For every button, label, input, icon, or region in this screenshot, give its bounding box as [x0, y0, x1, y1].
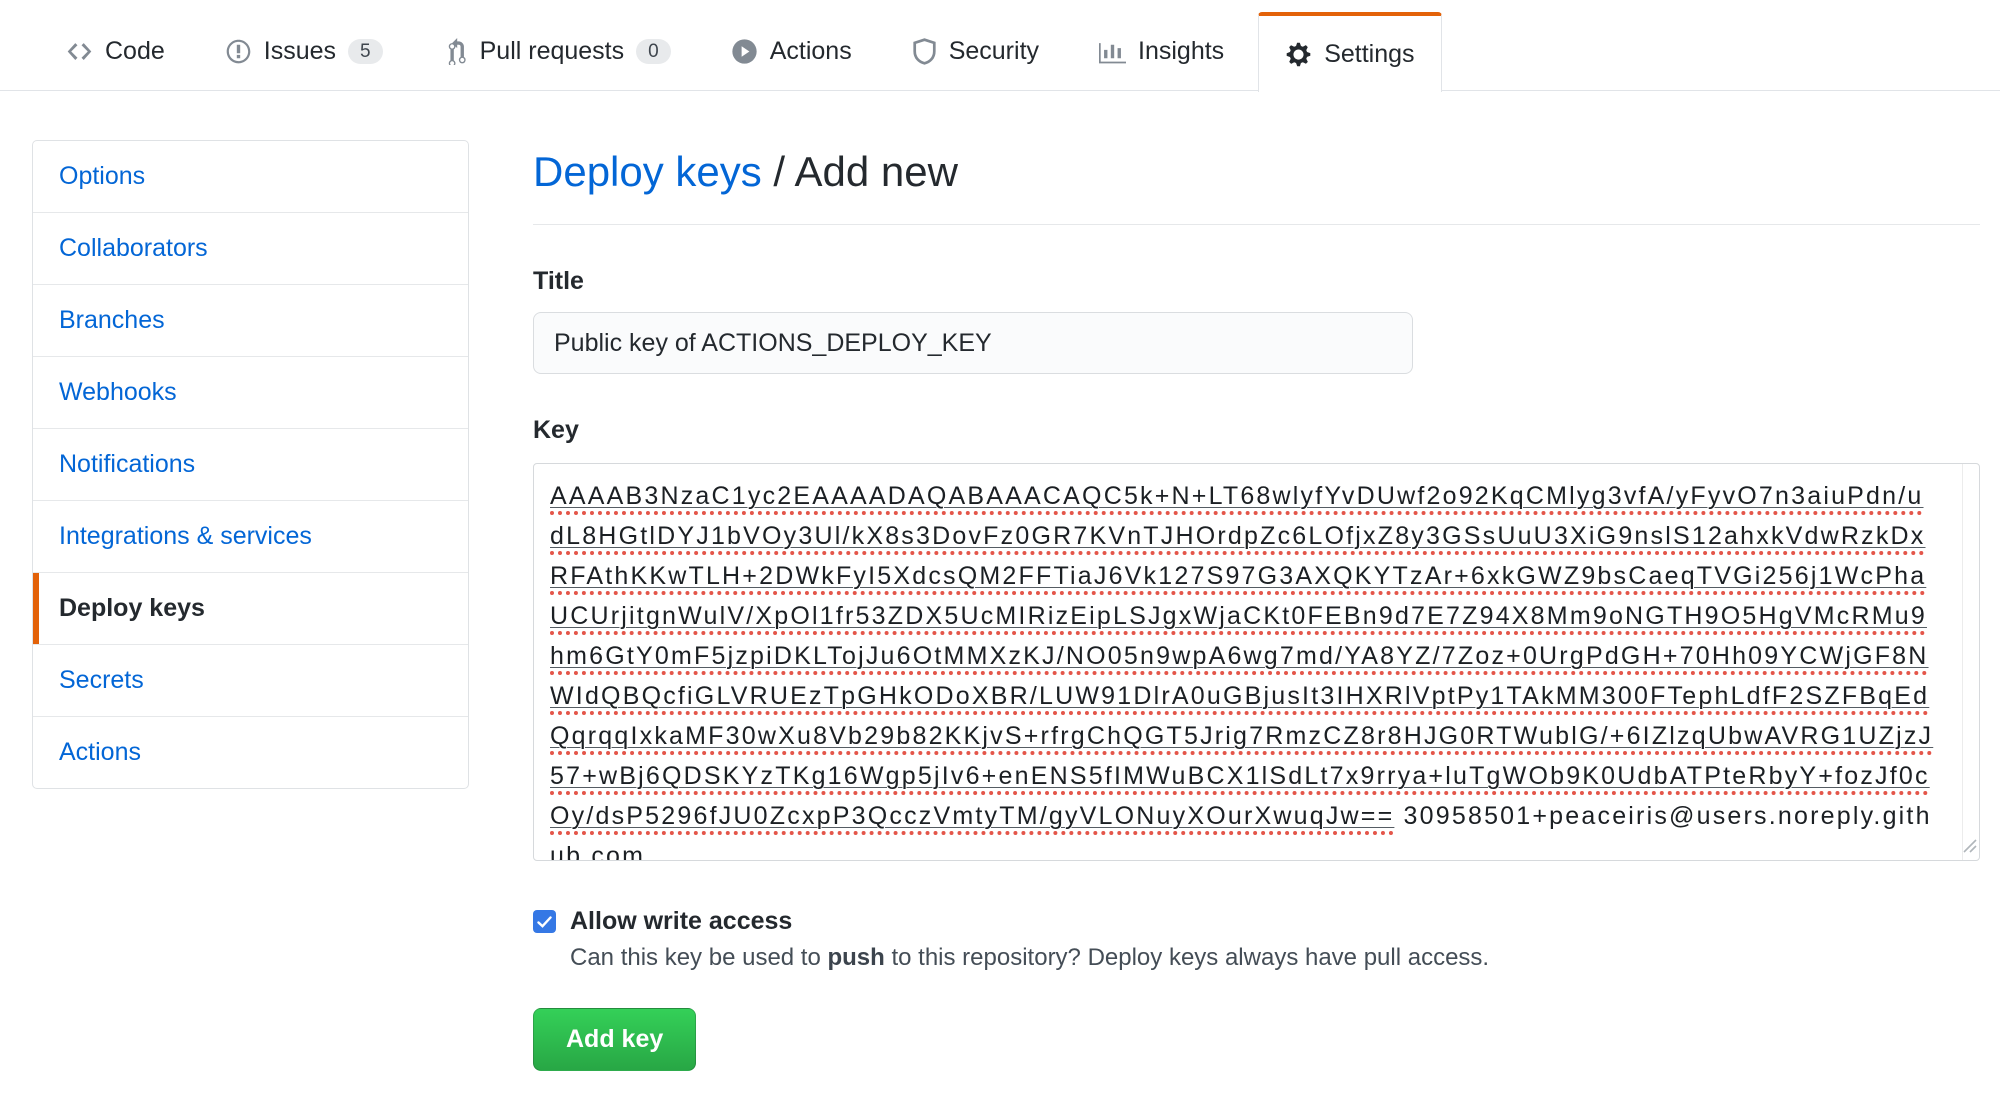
- pull-request-icon: [443, 38, 468, 65]
- shield-icon: [912, 38, 937, 65]
- repo-tab-nav: Code Issues 5 Pull requests 0 Actions Se…: [0, 12, 2000, 92]
- tab-label: Code: [105, 37, 165, 65]
- sidebar-item-integrations-services[interactable]: Integrations & services: [33, 500, 468, 572]
- tab-settings[interactable]: Settings: [1258, 12, 1442, 92]
- page-title: Deploy keys / Add new: [533, 148, 1980, 196]
- sidebar-item-branches[interactable]: Branches: [33, 284, 468, 356]
- allow-write-access-description: Can this key be used to push to this rep…: [570, 944, 1490, 971]
- sidebar-item-deploy-keys[interactable]: Deploy keys: [33, 572, 468, 644]
- allow-write-access-label[interactable]: Allow write access: [570, 907, 793, 935]
- settings-sidebar: Options Collaborators Branches Webhooks …: [32, 140, 469, 789]
- allow-write-access-row: Allow write access: [533, 907, 1980, 936]
- add-key-button[interactable]: Add key: [533, 1008, 697, 1071]
- sidebar-item-actions[interactable]: Actions: [33, 716, 468, 788]
- title-input[interactable]: [533, 312, 1413, 374]
- tab-pull-requests[interactable]: Pull requests 0: [417, 12, 697, 91]
- issues-count-badge: 5: [348, 39, 383, 64]
- tab-actions[interactable]: Actions: [705, 12, 878, 91]
- tab-issues[interactable]: Issues 5: [199, 12, 409, 91]
- settings-layout: Options Collaborators Branches Webhooks …: [0, 91, 2000, 1071]
- main-content: Deploy keys / Add new Title Key AAAAB3Nz…: [533, 140, 1980, 1071]
- pull-requests-count-badge: 0: [636, 39, 671, 64]
- tab-label: Actions: [769, 37, 852, 65]
- gear-icon: [1285, 41, 1312, 68]
- title-field-label: Title: [533, 267, 584, 295]
- tab-label: Insights: [1138, 37, 1225, 65]
- sidebar-item-webhooks[interactable]: Webhooks: [33, 356, 468, 428]
- textarea-resize-grip[interactable]: [1959, 835, 1977, 858]
- issue-icon: [225, 38, 252, 65]
- key-base64: AAAAB3NzaC1yc2EAAAADAQABAAACAQC5k+N+LT68…: [550, 482, 1934, 830]
- tab-label: Settings: [1324, 39, 1415, 68]
- play-icon: [731, 38, 758, 65]
- key-comment: 30958501+peaceiris@users.noreply.github.…: [550, 802, 1932, 861]
- push-emphasis: push: [827, 944, 885, 971]
- graph-icon: [1099, 38, 1127, 65]
- breadcrumb-current: / Add new: [761, 148, 958, 195]
- tab-label: Security: [948, 37, 1040, 65]
- textarea-scrollbar[interactable]: [1962, 464, 1963, 860]
- tab-code[interactable]: Code: [40, 12, 191, 91]
- key-text: AAAAB3NzaC1yc2EAAAADAQABAAACAQC5k+N+LT68…: [534, 464, 1979, 861]
- deploy-keys-breadcrumb-link[interactable]: Deploy keys: [533, 148, 762, 195]
- heading-divider: [533, 224, 1980, 225]
- sidebar-item-notifications[interactable]: Notifications: [33, 428, 468, 500]
- tab-label: Pull requests: [479, 37, 625, 65]
- key-textarea[interactable]: AAAAB3NzaC1yc2EAAAADAQABAAACAQC5k+N+LT68…: [533, 463, 1980, 861]
- sidebar-item-collaborators[interactable]: Collaborators: [33, 212, 468, 284]
- key-field-label: Key: [533, 416, 579, 444]
- allow-write-access-checkbox[interactable]: [533, 910, 556, 933]
- sidebar-item-secrets[interactable]: Secrets: [33, 644, 468, 716]
- sidebar-item-options[interactable]: Options: [59, 162, 146, 190]
- tab-security[interactable]: Security: [886, 12, 1065, 91]
- tab-insights[interactable]: Insights: [1073, 12, 1250, 91]
- tab-label: Issues: [263, 37, 337, 65]
- code-icon: [66, 38, 93, 65]
